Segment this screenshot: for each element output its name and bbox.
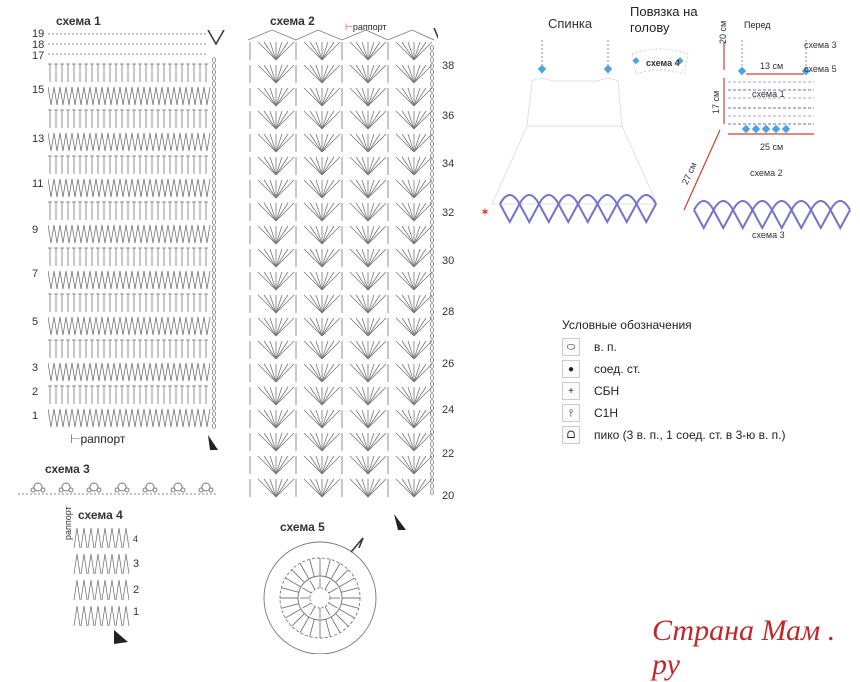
motif-icon	[603, 64, 613, 74]
chain-icon: ⬭	[562, 338, 580, 356]
row-number: 15	[32, 84, 45, 96]
legend-item: ⬭ в. п.	[562, 336, 785, 358]
row-number: 7	[32, 268, 39, 280]
scheme4-row-numbers: 4 3 2 1	[133, 534, 143, 618]
headband-scheme-label: схема 4	[646, 58, 680, 68]
row-number: 9	[32, 224, 39, 236]
row-number: 24	[442, 404, 455, 416]
scheme5-chart	[263, 537, 377, 654]
row-number: 22	[442, 448, 455, 460]
scheme1-row-numbers: 19 18 17 15 13 11 9 7 5 3 2 1	[32, 28, 48, 428]
row-number: 11	[32, 178, 44, 190]
dc-icon: ⫯	[562, 404, 580, 422]
row-number: 2	[32, 386, 39, 398]
dim-strap: 20 см	[718, 20, 728, 44]
picot-icon: ᗝ	[562, 426, 580, 444]
front-label-scheme3-bottom: схема 3	[752, 230, 785, 240]
row-number: 5	[32, 316, 39, 328]
direction-arrow-icon	[114, 630, 128, 644]
headband-title: Повязка на голову	[630, 4, 698, 35]
slip-stitch-icon: ●	[562, 360, 580, 378]
row-number: 26	[442, 358, 455, 370]
row-number: 17	[32, 50, 45, 62]
dim-bottom-width: 25 см	[760, 142, 784, 152]
scheme1-rapport: ⊢раппорт	[70, 432, 126, 446]
row-number: 13	[32, 133, 45, 145]
legend-item: ⫯ С1Н	[562, 402, 785, 424]
legend-title: Условные обозначения	[562, 318, 692, 332]
scheme3-chart	[18, 482, 218, 495]
row-number: 3	[133, 558, 140, 570]
legend: ⬭ в. п. ● соед. ст. + СБН ⫯ С1Н ᗝ пико (…	[562, 336, 785, 446]
row-number: 30	[442, 255, 455, 267]
scheme1-title: схема 1	[56, 14, 101, 28]
row-number: 3	[32, 362, 39, 374]
site-watermark: Страна Мам . ру	[652, 614, 836, 681]
headband-shape	[631, 48, 689, 75]
row-number: 28	[442, 306, 455, 318]
rapport-bracket-icon: ⊢	[70, 432, 81, 446]
direction-arrow-icon	[433, 28, 438, 40]
row-number: 2	[133, 584, 140, 596]
scheme3-title: схема 3	[45, 462, 90, 476]
motif-icon	[537, 64, 547, 74]
direction-arrow-icon	[207, 30, 225, 46]
front-label-scheme1: схема 1	[752, 89, 785, 99]
back-title: Спинка	[548, 16, 593, 31]
front-label-scheme3: схема 3	[804, 40, 837, 50]
scheme2-row-numbers: 38 36 34 32 30 28 26 24 22 20	[442, 60, 462, 502]
scheme1-chart	[48, 30, 225, 450]
scheme4-chart	[73, 527, 130, 644]
scheme2-title: схема 2	[270, 14, 315, 28]
sc-icon: +	[562, 382, 580, 400]
legend-item: + СБН	[562, 380, 785, 402]
dim-bodice-height: 17 см	[711, 90, 721, 114]
row-number: 1	[32, 410, 39, 422]
direction-arrow-icon	[394, 514, 406, 530]
row-number: 34	[442, 158, 455, 170]
row-number: 38	[442, 60, 455, 72]
scheme4-title: схема 4	[78, 508, 123, 522]
row-number: 18	[32, 39, 45, 51]
front-label-scheme2: схема 2	[750, 168, 783, 178]
front-label-scheme5: схема 5	[804, 64, 837, 74]
scheme5-title: схема 5	[280, 520, 325, 534]
front-title: Перед	[744, 20, 771, 30]
rapport-bracket-icon: ⊢	[345, 22, 353, 32]
row-number: 36	[442, 110, 455, 122]
front-shape	[683, 40, 851, 231]
dim-top-width: 13 см	[760, 61, 784, 71]
start-mark-icon: ✶	[480, 205, 491, 219]
row-number: 20	[442, 490, 455, 502]
row-number: 1	[133, 606, 140, 618]
row-number: 32	[442, 207, 455, 219]
legend-item: ᗝ пико (3 в. п., 1 соед. ст. в 3-ю в. п.…	[562, 424, 785, 446]
scheme2-chart	[248, 28, 438, 498]
row-number: 4	[133, 534, 139, 544]
direction-arrow-icon	[208, 435, 218, 450]
scheme2-rapport: ⊢раппорт	[345, 22, 387, 32]
back-shape	[491, 40, 657, 225]
direction-arrow-icon	[350, 537, 364, 553]
legend-item: ● соед. ст.	[562, 358, 785, 380]
row-number: 19	[32, 28, 45, 40]
